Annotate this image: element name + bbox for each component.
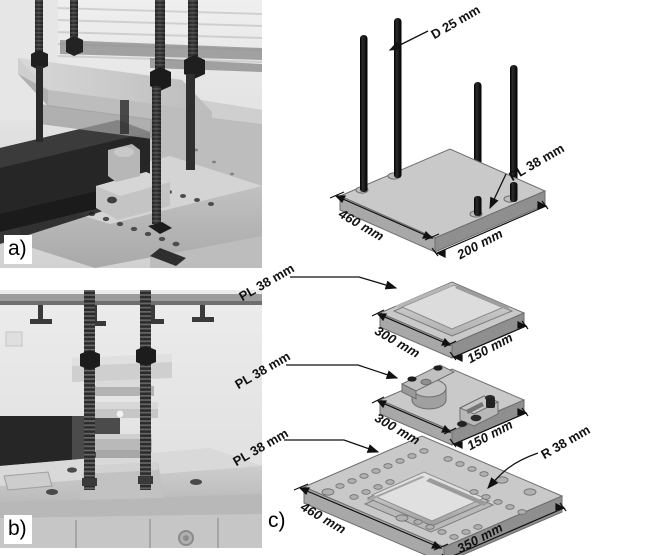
leader-plate3-thickness [286, 364, 399, 380]
dim-plate2-length [371, 309, 457, 348]
grooved-loading-plate [378, 281, 526, 359]
base-plate [302, 435, 564, 555]
leader-ridge-radius [487, 452, 539, 489]
panel-c-drawing [284, 18, 567, 555]
leader-top-plate-thickness [489, 173, 507, 210]
panel-c-label: c) [268, 509, 286, 532]
panel-b-label: b) [4, 515, 32, 544]
panel-b-image [0, 290, 262, 548]
panel-c-diagram: D 25 mm PL 38 mm 460 mm 200 mm PL 38 mm … [230, 0, 650, 556]
panel-a-label: a) [4, 235, 32, 264]
dim-plate3-width [449, 407, 529, 449]
dim-plate2-width [449, 320, 529, 362]
leader-rod-diameter [388, 30, 429, 51]
leader-plate2-thickness [290, 276, 398, 290]
dim-base-plate-length [293, 483, 449, 551]
leader-base-plate-thickness [284, 439, 380, 453]
panel-a-photograph: a) [0, 0, 262, 268]
bracket-plate [378, 364, 526, 446]
dim-base-plate-width [441, 502, 567, 555]
panel-b-photograph: b) [0, 290, 262, 548]
dim-top-plate-width [431, 200, 549, 258]
panel-a-image [0, 0, 262, 268]
dim-plate3-length [371, 396, 457, 435]
dim-top-plate-length [329, 191, 440, 241]
